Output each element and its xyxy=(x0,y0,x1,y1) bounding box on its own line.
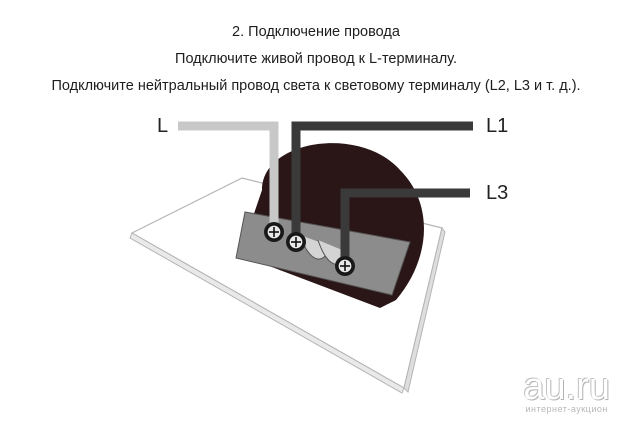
wire-label-L: L xyxy=(157,115,169,137)
instruction-neutral-wire: Подключите нейтральный провод света к св… xyxy=(51,78,581,94)
switch-plate-edge xyxy=(129,232,405,394)
watermark-tagline: интернет-аукцион xyxy=(525,404,608,414)
wire-label-L1: L1 xyxy=(486,115,509,137)
watermark: au.ru интернет-аукцион xyxy=(523,368,610,414)
step-title: 2. Подключение провода xyxy=(232,24,400,40)
wire-label-L3: L3 xyxy=(486,182,509,204)
instruction-live-wire: Подключите живой провод к L-терминалу. xyxy=(175,51,457,67)
watermark-site: au.ru xyxy=(523,366,610,408)
screw-terminal-L xyxy=(264,222,284,242)
screw-terminal-L1 xyxy=(286,232,306,252)
wire-L1 xyxy=(291,121,473,240)
switch-plate-side xyxy=(403,226,446,393)
screw-terminal-L3 xyxy=(335,256,355,276)
wire-L3 xyxy=(340,188,470,262)
wire-L xyxy=(178,121,279,230)
